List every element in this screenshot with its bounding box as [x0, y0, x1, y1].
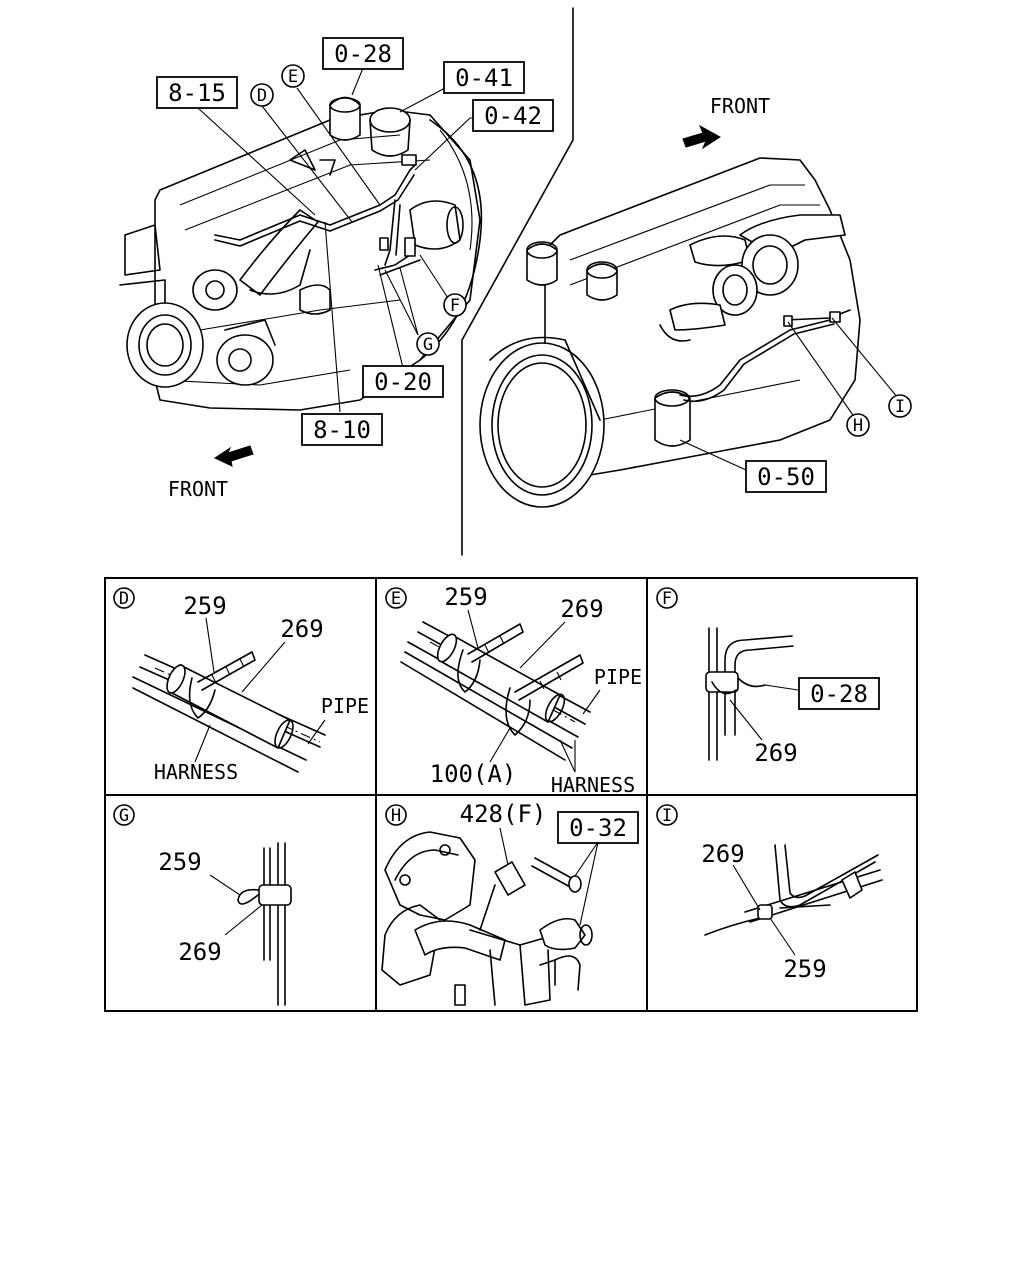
front-label-right: FRONT: [710, 94, 770, 118]
svg-text:G: G: [423, 335, 433, 355]
leader-lines-right: [679, 317, 899, 471]
detail-g-269: 269: [178, 938, 221, 966]
detail-d-269: 269: [280, 615, 323, 643]
detail-e-harness: HARNESS: [551, 773, 635, 797]
svg-text:E: E: [391, 589, 401, 609]
callout-0-50-text: 0-50: [757, 463, 815, 491]
front-label-left: FRONT: [168, 477, 228, 501]
detail-f-269: 269: [754, 739, 797, 767]
circle-marker-i: I: [888, 394, 912, 418]
svg-text:F: F: [662, 589, 672, 609]
detail-e-pipe: PIPE: [594, 665, 642, 689]
front-arrow-left: FRONT: [168, 445, 254, 501]
callout-8-10-text: 8-10: [313, 416, 371, 444]
detail-d-harness: HARNESS: [154, 760, 238, 784]
circle-marker-d: D: [250, 83, 274, 107]
arrow-left-icon: [213, 445, 254, 467]
callout-8-10: 8-10: [301, 413, 383, 446]
callout-8-15-text: 8-15: [168, 79, 226, 107]
callout-0-20-text: 0-20: [374, 368, 432, 396]
detail-h: H 428(F) 0-32: [381, 800, 639, 1006]
arrow-right-icon: [682, 124, 721, 150]
detail-e-marker: E: [385, 587, 407, 609]
detail-i-269: 269: [701, 840, 744, 868]
callout-0-20: 0-20: [362, 365, 444, 398]
detail-h-marker: H: [385, 804, 407, 826]
callout-0-28: 0-28: [322, 37, 404, 70]
detail-e-259: 259: [444, 583, 487, 611]
callout-0-28-text: 0-28: [334, 40, 392, 68]
front-arrow-right: FRONT: [682, 94, 770, 150]
detail-i-259: 259: [783, 955, 826, 983]
circle-marker-g: G: [416, 332, 440, 356]
circle-marker-e: E: [281, 64, 305, 88]
view-divider: [461, 7, 574, 556]
svg-text:E: E: [288, 67, 298, 87]
svg-text:D: D: [119, 589, 129, 609]
svg-text:F: F: [450, 296, 460, 316]
svg-text:0-28: 0-28: [810, 680, 868, 708]
engine-right-illustration: [479, 157, 861, 508]
circle-marker-h: H: [846, 413, 870, 437]
detail-e-100a: 100(A): [430, 760, 517, 788]
detail-f-marker: F: [656, 587, 678, 609]
callout-0-41: 0-41: [443, 61, 525, 94]
circle-marker-f: F: [443, 293, 467, 317]
svg-text:H: H: [391, 806, 401, 826]
detail-i: I 269 259: [656, 804, 883, 983]
callout-0-42-text: 0-42: [484, 102, 542, 130]
svg-text:0-32: 0-32: [569, 814, 627, 842]
svg-text:D: D: [257, 86, 267, 106]
detail-e-269: 269: [560, 595, 603, 623]
callout-8-15: 8-15: [156, 76, 238, 109]
callout-0-42: 0-42: [472, 99, 554, 132]
svg-text:I: I: [895, 397, 905, 417]
detail-g-marker: G: [113, 804, 135, 826]
svg-text:G: G: [119, 806, 129, 826]
detail-g: G 259 269: [113, 804, 292, 1006]
detail-h-callout-0-32: 0-32: [557, 811, 639, 844]
detail-d-marker: D: [113, 587, 135, 609]
detail-f: F 0-28 269: [656, 587, 880, 767]
detail-h-428f: 428(F): [460, 800, 547, 828]
svg-text:H: H: [853, 416, 863, 436]
detail-d-259: 259: [183, 592, 226, 620]
engine-left-illustration: [119, 96, 483, 411]
leader-lines-left: [197, 67, 480, 413]
callout-0-41-text: 0-41: [455, 64, 513, 92]
callout-0-50: 0-50: [745, 460, 827, 493]
detail-f-callout-0-28: 0-28: [798, 677, 880, 710]
detail-e: E 259 269 PIPE 100(A) HARNESS: [385, 583, 642, 797]
svg-text:I: I: [662, 806, 672, 826]
detail-d-pipe: PIPE: [321, 694, 369, 718]
detail-grid: [104, 577, 918, 1012]
detail-g-259: 259: [158, 848, 201, 876]
detail-d: D 259 269 PIPE HARNESS: [113, 587, 369, 784]
detail-i-marker: I: [656, 804, 678, 826]
